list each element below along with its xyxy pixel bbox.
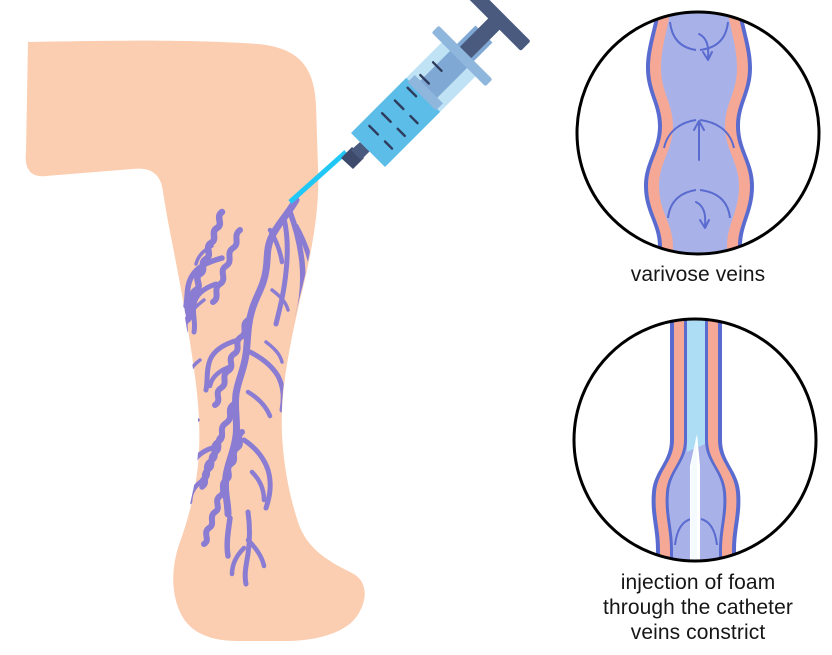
flow-arrow-down-bot <box>695 201 707 227</box>
leg-group <box>25 40 365 642</box>
vein-ankle-2 <box>242 509 252 587</box>
detail-circle-border-top <box>575 10 821 256</box>
foam-injection-detail <box>651 319 741 561</box>
valve-leaflet-top-left <box>669 21 697 51</box>
vein-branch-upper-left-2 <box>190 281 219 335</box>
vein-branch-upper-left <box>183 255 225 309</box>
syringe-flange <box>432 26 492 86</box>
vein-spider-6 <box>194 244 214 266</box>
needle-hub-icon <box>341 147 364 169</box>
valve-leaflet-mid-left <box>663 119 697 149</box>
syringe-group <box>288 0 530 204</box>
vein-mid-branch-left <box>203 337 241 393</box>
syringe-plunger-seal <box>407 75 443 111</box>
vein-spider-1 <box>186 298 206 322</box>
caption-varicose-veins: varivose veins <box>630 263 766 286</box>
foam-valve-leaflet-left <box>674 518 692 546</box>
vein-ankle-3 <box>245 537 267 569</box>
syringe-body <box>351 0 530 167</box>
vein-lower-right-branch-2 <box>249 469 267 503</box>
vein-spider-5 <box>264 340 284 364</box>
syringe-handle-tbar <box>467 0 530 51</box>
syringe-liquid-fill <box>351 77 441 167</box>
valve-leaflet-mid-right <box>699 119 735 149</box>
valve-leaflet-bot-left <box>667 189 697 219</box>
valve-leaflet-bot-right <box>699 189 731 219</box>
vein-mid-branch-right-2 <box>245 389 273 419</box>
vein-curl-upper <box>210 227 243 305</box>
vein-lower-right-branch <box>241 437 273 511</box>
vein-ankle-4 <box>229 545 247 577</box>
needle-shaft <box>288 150 348 204</box>
syringe-handle-stem <box>459 15 503 59</box>
caption-foam-injection: injection of foam through the catheter v… <box>603 571 793 644</box>
leg-skin-shape <box>25 40 365 642</box>
vein-ankle-1 <box>224 515 233 559</box>
foam-lumen-constricted <box>687 319 705 452</box>
catheter-highlight <box>691 438 697 561</box>
vein-spider-3 <box>182 418 200 442</box>
vein-lower-zigzag <box>201 429 245 547</box>
foam-valve-leaflet-right <box>700 518 718 546</box>
syringe-graduation-marks <box>368 61 443 150</box>
vein-lateral-short-1 <box>267 227 285 265</box>
vein-mid-zigzag <box>212 317 251 408</box>
varicose-vein-detail <box>644 12 754 254</box>
needle-hub-collar <box>351 142 370 160</box>
flow-arrow-down-top <box>698 33 710 59</box>
vein-spider-4 <box>270 288 290 312</box>
blood-flow-arrows <box>693 33 713 229</box>
varicose-vein-network <box>163 196 317 587</box>
vein-lateral-branch-2 <box>273 215 290 327</box>
detail-circle-varicose <box>575 10 821 256</box>
detail-circle-border-bottom <box>572 317 818 563</box>
valve-leaflet-top-right <box>699 21 729 51</box>
vein-mid-branch-left-2 <box>207 363 235 389</box>
detail-circle-foam <box>572 317 818 563</box>
